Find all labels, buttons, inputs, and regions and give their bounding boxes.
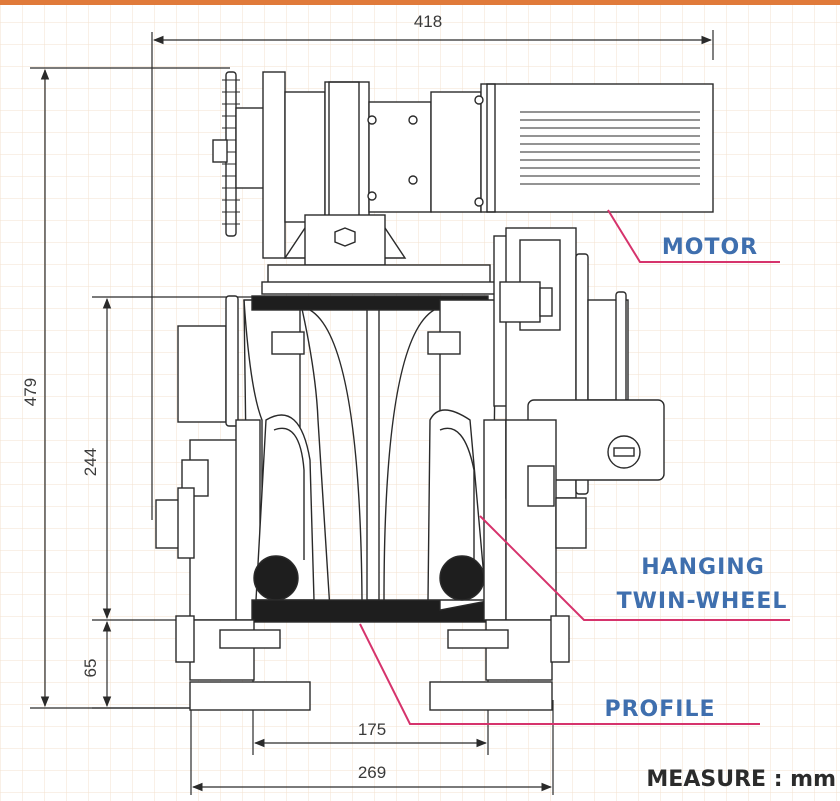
callout-profile: PROFILE [604,697,715,722]
base-feet [175,615,570,711]
callout-hanging: HANGING [641,555,765,580]
callout-motor: MOTOR [662,235,758,260]
right-side-bracket [493,227,665,621]
mounting-plate [261,281,497,295]
dim-label-479: 479 [21,378,40,406]
left-side-bracket [155,295,241,621]
top-accent-bar [0,0,840,5]
dim-label-175: 175 [358,720,386,739]
motor-unit [430,83,714,213]
top-sprocket [212,71,265,237]
dim-label-269: 269 [358,763,386,782]
measure-unit-note: MEASURE : mm [646,767,836,792]
dim-label-65: 65 [81,659,100,678]
dimension-lines [30,30,714,795]
dim-label-244: 244 [81,448,100,476]
callout-twin-wheel: TWIN-WHEEL [617,589,788,614]
gearbox [262,71,432,266]
callout-leaders [359,209,790,725]
dim-label-418: 418 [414,12,442,31]
trolley-assembly [155,71,714,711]
left-wheel-housing [235,299,331,621]
right-wheel-housing [427,299,507,621]
i-beam-profile [251,295,489,623]
